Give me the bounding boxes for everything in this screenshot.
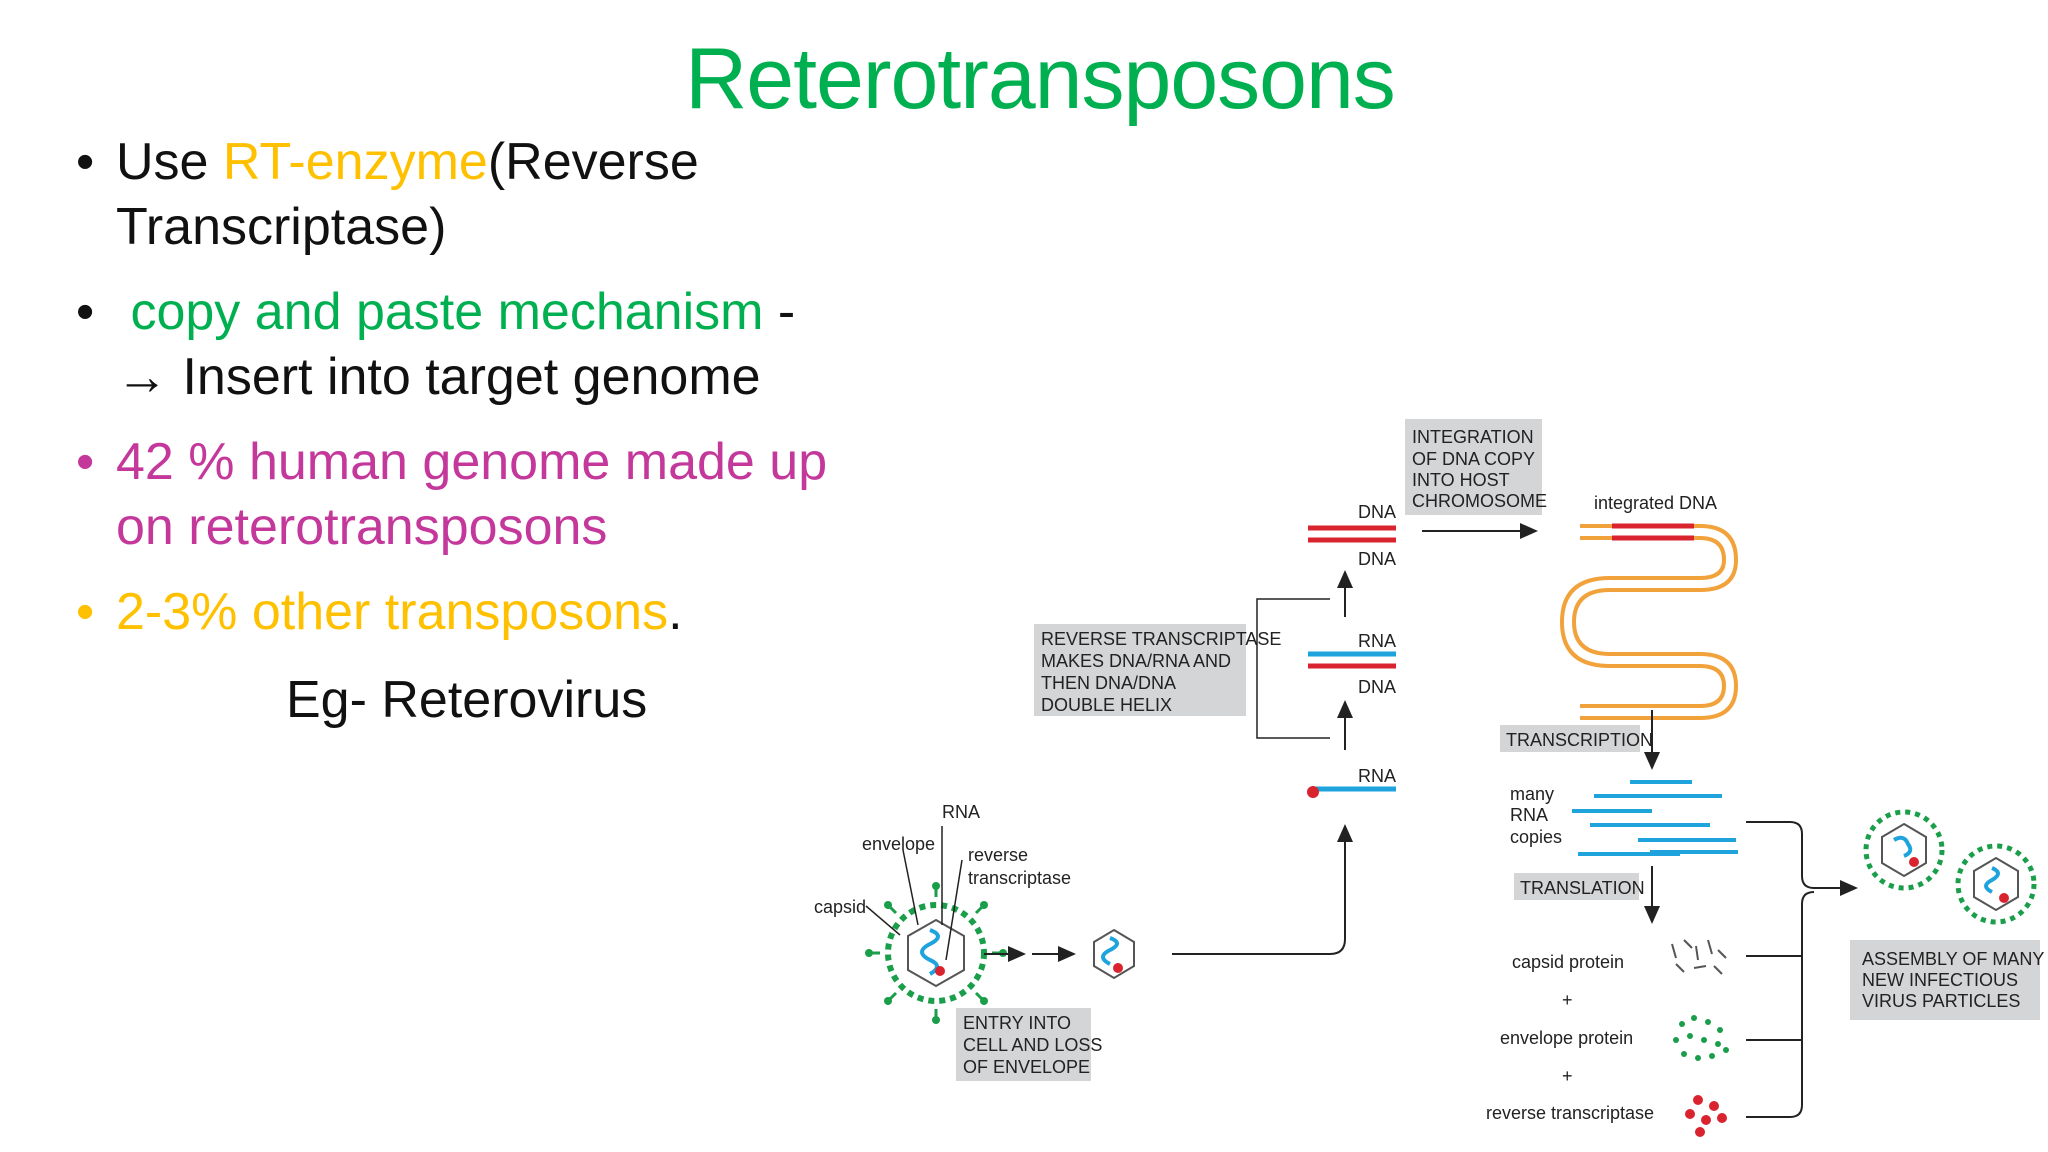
bullet-other: • 2-3% other transposons.	[76, 580, 876, 645]
translation-box	[1514, 873, 1639, 900]
dna-label-2: DNA	[1358, 549, 1396, 569]
plus-label-2: +	[1562, 1066, 1573, 1086]
rt-box-line-4: DOUBLE HELIX	[1041, 695, 1172, 715]
entry-line-1: ENTRY INTO	[963, 1013, 1071, 1033]
rna-copies-label: RNA	[1510, 805, 1548, 825]
capsid-protein-icon	[1671, 939, 1727, 975]
rt-protein-icon	[1685, 1095, 1727, 1137]
period-text: .	[668, 583, 683, 641]
rna-label-mid: RNA	[1358, 631, 1396, 651]
integrated-dna-coil	[1559, 524, 1739, 720]
other-text: 2-3% other transposons	[116, 583, 669, 641]
bullet-percent: • 42 % human genome made up on reterotra…	[76, 430, 876, 560]
arrow-icon: →	[116, 348, 168, 406]
assembly-line-1: ASSEMBLY OF MANY	[1862, 949, 2044, 969]
bullet-dot: •	[76, 583, 95, 641]
rt-label-1: reverse	[968, 845, 1028, 865]
bullet-list: • Use RT-enzyme(Reverse Transcriptase) •…	[76, 130, 876, 665]
many-label: many	[1510, 784, 1554, 804]
envelope-label: envelope	[862, 834, 935, 854]
dna-label-mid: DNA	[1358, 677, 1396, 697]
entry-line-2: CELL AND LOSS	[963, 1035, 1102, 1055]
plus-label-1: +	[1562, 990, 1573, 1010]
bullet-text: (Reverse Transcriptase)	[116, 133, 699, 256]
rt-dot	[1307, 786, 1319, 798]
integrated-dna-label: integrated DNA	[1594, 493, 1717, 513]
rt-box-line-2: MAKES DNA/RNA AND	[1041, 651, 1231, 671]
capsid-protein-label: capsid protein	[1512, 952, 1624, 972]
new-virus-icon	[1955, 843, 2037, 925]
dash-text: -	[763, 283, 796, 341]
rt-box-line-3: THEN DNA/DNA	[1041, 673, 1176, 693]
assembly-line-2: NEW INFECTIOUS	[1862, 970, 2018, 990]
insert-text: Insert into target genome	[168, 348, 761, 406]
integration-line-1: INTEGRATION	[1412, 427, 1534, 447]
dna-label-1: DNA	[1358, 502, 1396, 522]
new-virus-icon	[1863, 809, 1945, 891]
assembly-box	[1850, 940, 2040, 1020]
transcription-box	[1500, 725, 1640, 752]
bullet-rt-enzyme: • Use RT-enzyme(Reverse Transcriptase)	[76, 130, 876, 260]
capsid-icon	[1093, 928, 1135, 980]
rt-box	[1034, 624, 1246, 716]
percent-text: 42 % human genome made up on reterotrans…	[116, 433, 828, 556]
rt-protein-label: reverse transcriptase	[1486, 1103, 1654, 1123]
bullet-text: Use	[116, 133, 223, 191]
bullet-mechanism: • copy and paste mechanism - → Insert in…	[76, 280, 876, 410]
bullet-dot: •	[76, 283, 95, 341]
example-text: Eg- Reterovirus	[286, 671, 648, 729]
entry-line-3: OF ENVELOPE	[963, 1057, 1090, 1077]
envelope-protein-label: envelope protein	[1500, 1028, 1633, 1048]
translation-label: TRANSLATION	[1520, 878, 1645, 898]
capsid-label: capsid	[814, 897, 866, 917]
rt-box-line-1: REVERSE TRANSCRIPTASE	[1041, 629, 1281, 649]
mechanism-text: copy and paste mechanism	[130, 283, 764, 341]
envelope-protein-icon	[1673, 1015, 1729, 1061]
rna-label: RNA	[942, 802, 980, 822]
entry-box	[956, 1008, 1091, 1081]
integration-box	[1405, 419, 1542, 515]
assembly-line-3: VIRUS PARTICLES	[1862, 991, 2020, 1011]
bullet-dot: •	[76, 433, 95, 491]
rna-copies	[1572, 780, 1738, 856]
rna-label-bottom: RNA	[1358, 766, 1396, 786]
bullet-dot: •	[76, 133, 95, 191]
integration-line-4: CHROMOSOME	[1412, 491, 1547, 511]
rt-enzyme-text: RT-enzyme	[222, 133, 488, 191]
rt-label-2: transcriptase	[968, 868, 1071, 888]
integration-line-3: INTO HOST	[1412, 470, 1510, 490]
integration-line-2: OF DNA COPY	[1412, 449, 1535, 469]
copies-label: copies	[1510, 827, 1562, 847]
transcription-label: TRANSCRIPTION	[1506, 730, 1653, 750]
slide-title: Reterotransposons	[685, 31, 1396, 127]
